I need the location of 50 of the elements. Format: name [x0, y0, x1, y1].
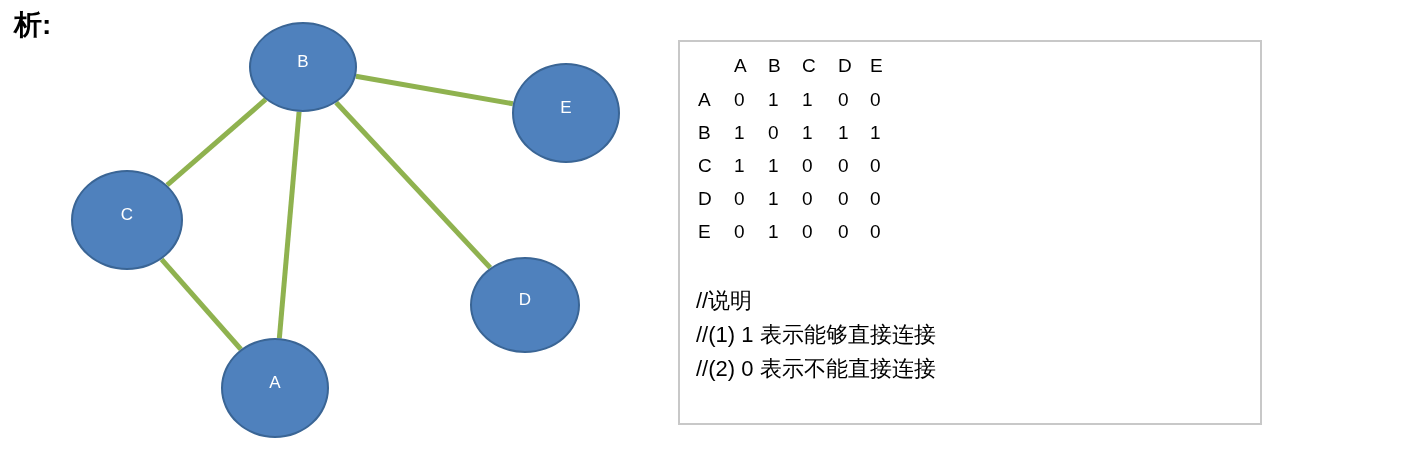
matrix-cell: 0	[802, 156, 813, 175]
edge-line	[276, 111, 302, 339]
edge-line	[334, 100, 493, 270]
matrix-header: D	[838, 56, 852, 75]
matrix-cell: 0	[870, 156, 881, 175]
matrix-cell: 1	[768, 156, 779, 175]
matrix-cell: 0	[768, 123, 779, 142]
matrix-cell: 0	[838, 156, 849, 175]
matrix-cell: 0	[838, 222, 849, 241]
matrix-cell: 1	[734, 156, 745, 175]
edge-line	[159, 257, 243, 351]
matrix-cell: 0	[802, 222, 813, 241]
vertex-label: E	[560, 97, 572, 120]
matrix-cell: 1	[838, 123, 849, 142]
edge-line	[165, 97, 268, 187]
matrix-cell: 0	[802, 189, 813, 208]
matrix-cell: 1	[870, 123, 881, 142]
matrix-cell: 1	[768, 90, 779, 109]
vertex-label: A	[269, 372, 281, 395]
matrix-header: E	[870, 56, 883, 75]
edge-line	[355, 73, 514, 107]
matrix-cell: 1	[802, 90, 813, 109]
matrix-cell: 0	[870, 222, 881, 241]
matrix-header: C	[802, 56, 816, 75]
matrix-cell: 0	[734, 189, 745, 208]
matrix-header: A	[734, 56, 747, 75]
matrix-cell: 0	[734, 90, 745, 109]
matrix-cell: 0	[734, 222, 745, 241]
matrix-cell: 0	[838, 189, 849, 208]
matrix-cell: 0	[838, 90, 849, 109]
matrix-panel	[678, 40, 1262, 425]
heading: 析:	[14, 8, 52, 42]
matrix-cell: 0	[870, 189, 881, 208]
matrix-row-label: D	[698, 189, 712, 208]
matrix-cell: 1	[768, 189, 779, 208]
matrix-header: B	[768, 56, 781, 75]
matrix-row-label: C	[698, 156, 712, 175]
matrix-row-label: E	[698, 222, 711, 241]
matrix-cell: 1	[768, 222, 779, 241]
matrix-cell: 1	[802, 123, 813, 142]
matrix-cell: 0	[870, 90, 881, 109]
vertex-label: C	[120, 204, 134, 227]
matrix-row-label: A	[698, 90, 711, 109]
note-text: //说明	[696, 287, 754, 315]
note-text: //(1) 1 表示能够直接连接	[696, 321, 936, 349]
matrix-cell: 1	[734, 123, 745, 142]
vertex-label: D	[518, 289, 532, 312]
note-text: //(2) 0 表示不能直接连接	[696, 355, 936, 383]
matrix-row-label: B	[698, 123, 711, 142]
vertex-label: B	[297, 51, 309, 74]
